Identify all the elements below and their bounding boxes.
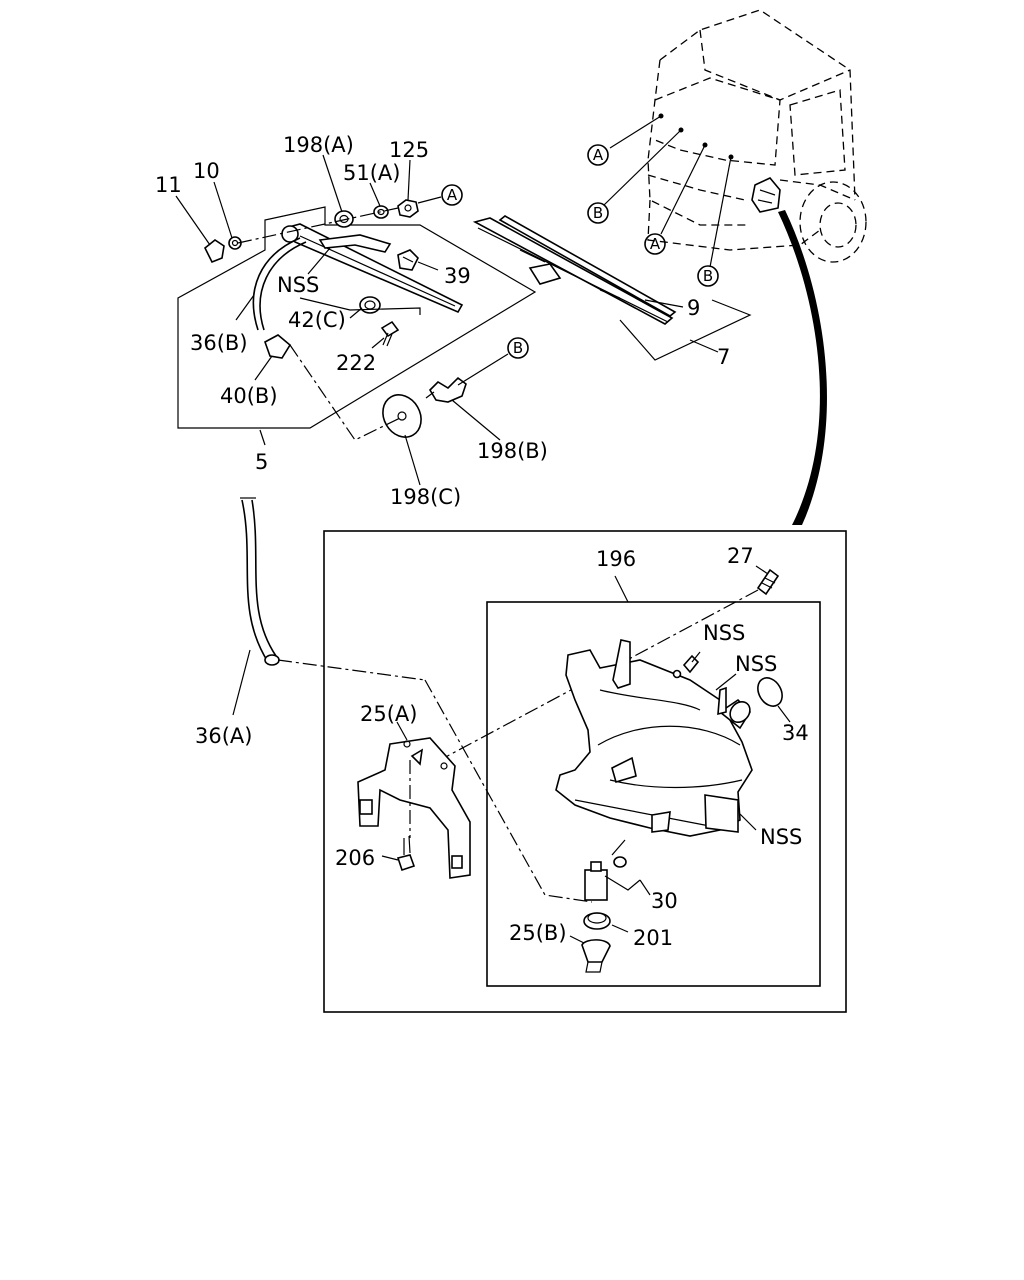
grommet-198a (334, 210, 354, 228)
grommet-198c (382, 394, 422, 438)
ref-circle-a-1: A (587, 144, 609, 166)
grommet-201 (583, 912, 611, 930)
label-206: 206 (335, 846, 375, 870)
grommet-42c (359, 296, 381, 314)
callout-labels: 11 10 198(A) 51(A) 125 NSS 39 36(B) 42(C… (155, 133, 809, 950)
label-25a: 25(A) (360, 702, 417, 726)
label-nss-arm: NSS (277, 273, 319, 297)
hose-joint-40b (264, 334, 292, 359)
gasket-34 (757, 677, 783, 707)
label-30: 30 (651, 889, 678, 913)
label-nss-3: NSS (760, 825, 802, 849)
detail-frame-outer (323, 530, 847, 1013)
label-196: 196 (596, 547, 636, 571)
clamp-25b (581, 939, 611, 973)
label-36b: 36(B) (190, 331, 248, 355)
svg-text:A: A (650, 235, 661, 253)
ref-circle-b-1: B (587, 202, 609, 224)
washer-51a (373, 205, 389, 219)
label-27: 27 (727, 544, 754, 568)
nut-10 (228, 236, 242, 250)
clip-39 (397, 249, 419, 271)
label-198b: 198(B) (477, 439, 548, 463)
label-9: 9 (687, 296, 700, 320)
washer-nozzle-198b (425, 376, 467, 403)
bolt-nss (672, 654, 700, 679)
truck-cab-outline (647, 9, 867, 263)
label-201: 201 (633, 926, 673, 950)
nut-125 (397, 199, 419, 218)
svg-text:B: B (513, 339, 523, 357)
label-nss-2: NSS (735, 652, 777, 676)
washer-hose-36a (241, 499, 269, 663)
label-198c: 198(C) (390, 485, 461, 509)
svg-text:A: A (447, 186, 458, 204)
bolt-27 (756, 568, 780, 596)
screw-222 (380, 320, 400, 347)
label-51a: 51(A) (343, 161, 400, 185)
label-198a: 198(A) (283, 133, 354, 157)
wiper-arm-assembly-box (177, 206, 537, 429)
label-34: 34 (782, 721, 809, 745)
detail-frame-tank (486, 601, 821, 987)
label-42c: 42(C) (288, 308, 346, 332)
detail-connector-arrow (778, 210, 827, 525)
svg-text:B: B (703, 267, 713, 285)
label-25b: 25(B) (509, 921, 567, 945)
ref-circle-b-3: B (507, 337, 529, 359)
ref-circle-a-3: A (441, 184, 463, 206)
label-125: 125 (389, 138, 429, 162)
label-5: 5 (255, 450, 268, 474)
svg-text:B: B (593, 204, 603, 222)
label-7: 7 (717, 345, 730, 369)
washer-tank (555, 639, 753, 837)
wiper-blade (472, 215, 677, 325)
label-nss-1: NSS (703, 621, 745, 645)
cap-11 (203, 239, 225, 264)
washer-pump-30 (584, 839, 627, 901)
label-36a: 36(A) (195, 724, 252, 748)
ref-circle-b-2: B (697, 265, 719, 287)
label-222: 222 (336, 351, 376, 375)
label-10: 10 (193, 159, 220, 183)
label-39: 39 (444, 264, 471, 288)
svg-text:A: A (593, 146, 604, 164)
bolt-206 (396, 835, 416, 872)
washer-hose-36b (252, 237, 301, 331)
ref-circle-a-2: A (644, 233, 666, 255)
bracket-25a (357, 737, 471, 879)
label-11: 11 (155, 173, 182, 197)
label-40b: 40(B) (220, 384, 278, 408)
